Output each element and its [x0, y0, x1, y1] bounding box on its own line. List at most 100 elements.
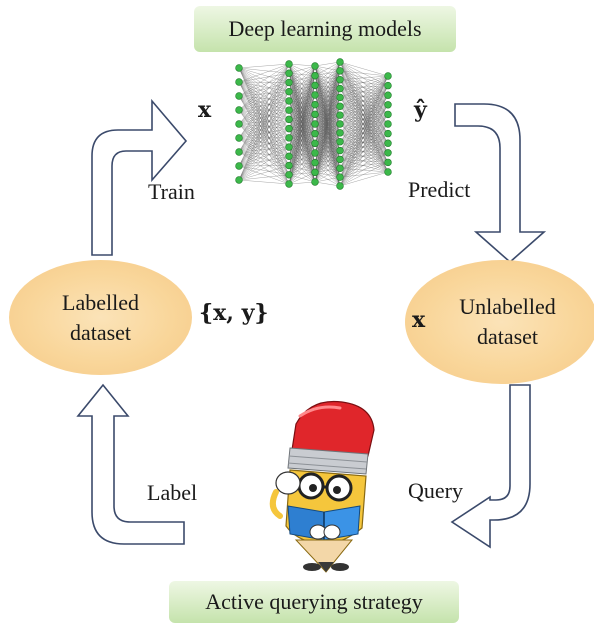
nn-edge: [238, 73, 290, 83]
input-x-symbol: x: [198, 97, 212, 123]
nn-edge: [314, 132, 341, 144]
nn-node: [336, 155, 344, 164]
nn-edge: [238, 82, 290, 97]
output-yhat-symbol: ŷ: [414, 97, 427, 123]
nn-edge: [339, 70, 389, 173]
nn-edge: [339, 75, 389, 169]
nn-edge: [339, 75, 389, 116]
nn-edge: [314, 115, 341, 134]
nn-edge: [288, 119, 316, 134]
nn-edge: [288, 75, 316, 185]
nn-edge: [288, 65, 316, 92]
nn-edge: [339, 106, 389, 173]
labelled-pair-symbol: {x, y}: [199, 300, 269, 326]
nn-edge: [288, 65, 316, 129]
nn-edge: [288, 91, 316, 115]
nn-edge: [288, 94, 316, 185]
nn-node: [384, 120, 392, 128]
nn-edge: [314, 123, 341, 151]
nn-edge: [238, 174, 290, 181]
neural-network-nodes: [235, 58, 392, 190]
nn-edge: [288, 128, 316, 154]
nn-edge: [339, 75, 389, 178]
nn-node: [285, 87, 293, 96]
nn-edge: [314, 104, 341, 107]
nn-node: [285, 124, 293, 133]
nn-edge: [339, 70, 389, 163]
nn-edge: [339, 95, 389, 125]
nn-edge: [314, 172, 341, 178]
nn-edge: [339, 75, 389, 80]
nn-node: [336, 93, 344, 102]
nn-edge: [339, 104, 389, 187]
nn-edge: [314, 61, 341, 134]
nn-edge: [339, 106, 389, 125]
nn-edge: [314, 104, 341, 142]
nn-node: [311, 149, 319, 157]
nn-edge: [288, 156, 316, 183]
nn-edge: [314, 61, 341, 173]
labelled-line1: Labelled: [62, 289, 139, 315]
nn-edge: [339, 75, 389, 151]
nn-edge: [314, 88, 341, 115]
nn-edge: [314, 114, 341, 116]
nn-node: [384, 101, 392, 109]
nn-edge: [314, 123, 341, 134]
nn-edge: [314, 181, 341, 187]
nn-edge: [339, 133, 389, 187]
nn-edge: [288, 82, 316, 96]
nn-edge: [238, 73, 290, 111]
nn-edge: [314, 123, 341, 134]
nn-edge: [314, 70, 341, 76]
nn-edge: [339, 106, 389, 144]
nn-edge: [339, 133, 389, 178]
nn-edge: [339, 133, 389, 160]
nn-edge: [339, 70, 389, 144]
nn-edge: [314, 61, 341, 163]
nn-edge: [314, 159, 341, 183]
nn-edge: [339, 104, 389, 142]
nn-edge: [339, 123, 389, 134]
nn-edge: [288, 73, 316, 86]
nn-node: [285, 143, 293, 151]
nn-edge: [339, 97, 389, 125]
nn-edge: [238, 73, 290, 139]
nn-node: [384, 168, 392, 176]
nn-edge: [288, 73, 316, 105]
nn-edge: [238, 73, 290, 125]
nn-edge: [288, 162, 316, 185]
nn-edge: [288, 73, 316, 96]
nn-edge: [339, 97, 389, 173]
nn-edge: [288, 91, 316, 125]
nn-edge: [339, 143, 389, 169]
nn-node: [285, 161, 293, 170]
nn-node: [235, 148, 243, 156]
nn-node: [384, 158, 392, 167]
nn-edge: [238, 67, 290, 74]
nn-edge: [339, 114, 389, 160]
nn-edge: [339, 133, 389, 142]
nn-edge: [339, 61, 389, 86]
nn-node: [235, 78, 243, 86]
nn-edge: [238, 73, 290, 167]
nn-edge: [339, 104, 389, 160]
query-arrow: [450, 384, 531, 549]
nn-edge: [339, 75, 389, 125]
nn-edge: [314, 104, 341, 116]
nn-edge: [288, 137, 316, 163]
nn-edge: [288, 109, 316, 125]
nn-edge: [314, 132, 341, 183]
nn-edge: [339, 104, 389, 134]
nn-node: [285, 152, 293, 161]
nn-edge: [314, 123, 341, 154]
nn-edge: [314, 159, 341, 173]
nn-edge: [339, 97, 389, 115]
nn-node: [311, 158, 319, 167]
nn-edge: [314, 61, 341, 125]
nn-edge: [314, 65, 341, 72]
nn-edge: [339, 104, 389, 169]
nn-edge: [238, 128, 290, 167]
nn-edge: [339, 114, 389, 144]
nn-node: [285, 97, 293, 105]
